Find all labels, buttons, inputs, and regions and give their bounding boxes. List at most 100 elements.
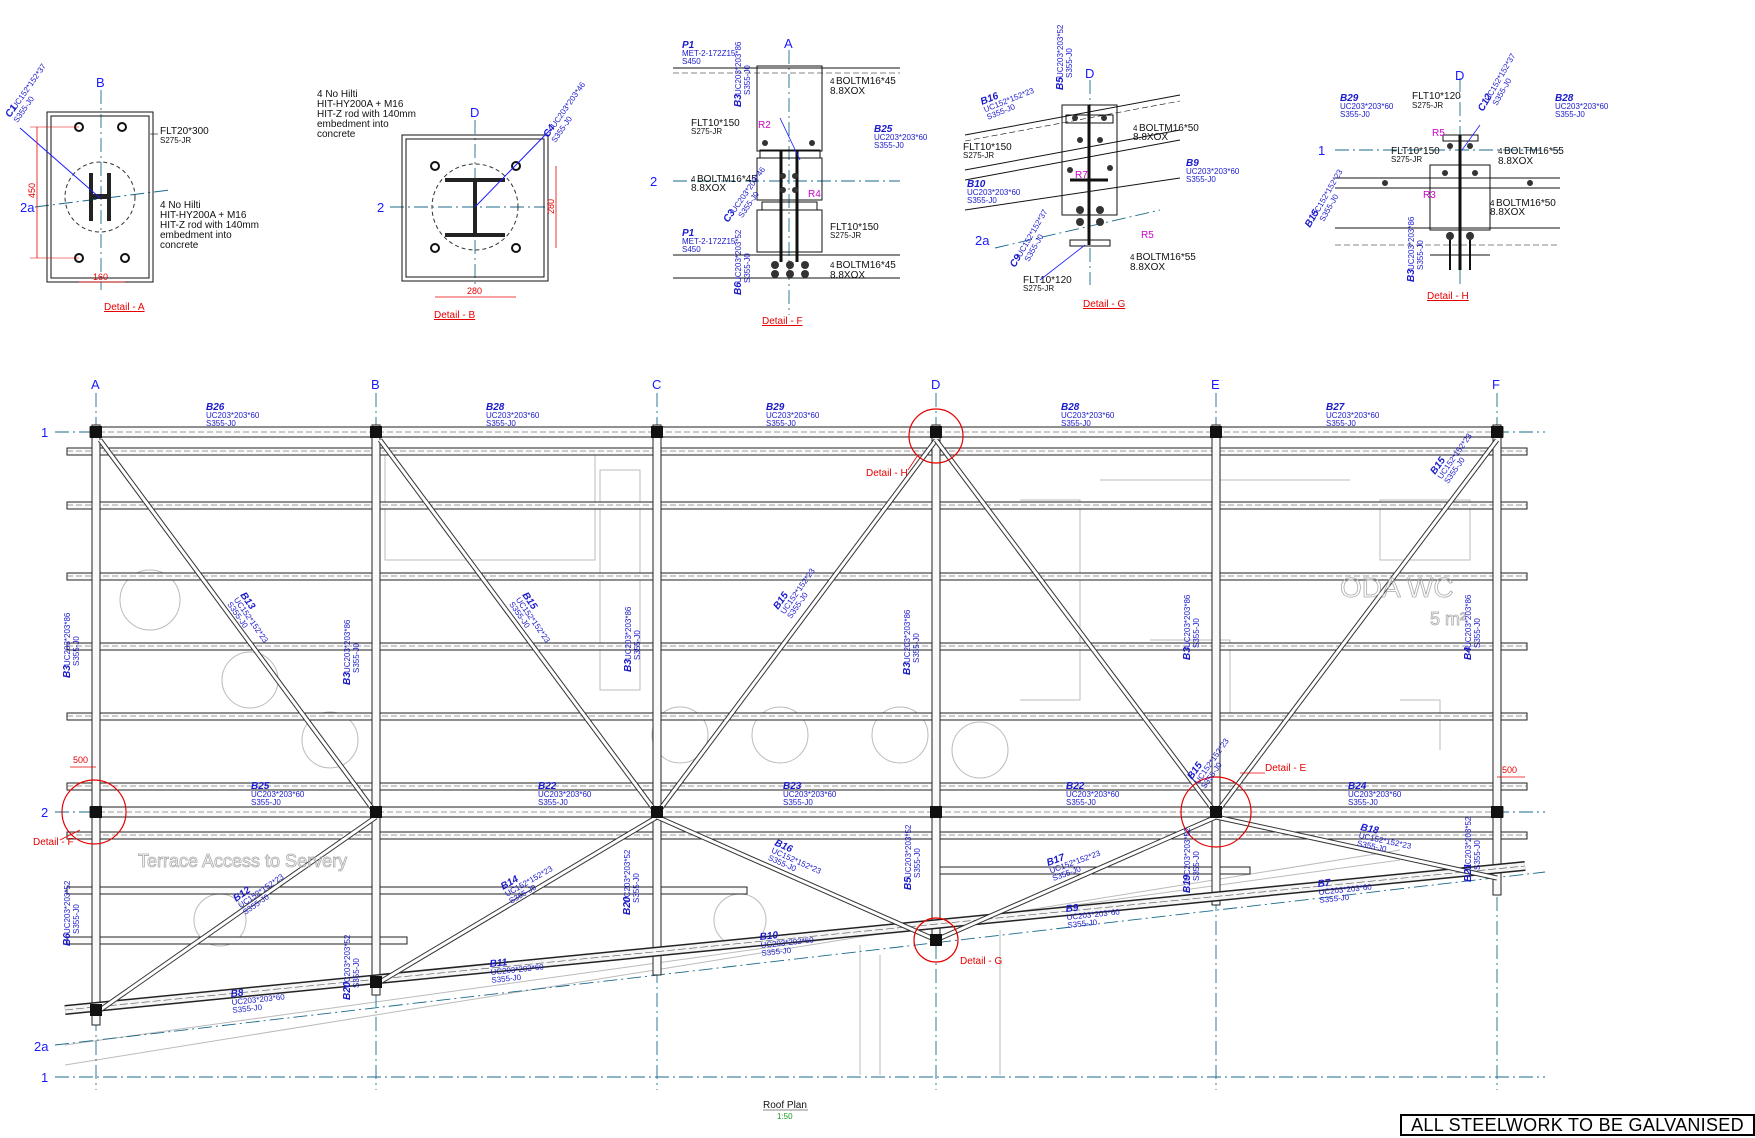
plan-grid-col-c: C	[652, 377, 661, 392]
member-label-id: B3	[902, 662, 913, 675]
detail-a-note-1: 4 No Hilti	[160, 200, 201, 211]
plan-detail-f-circle	[61, 779, 127, 845]
member-label-id: B3	[342, 672, 353, 685]
detail-b-note-4: embedment into	[317, 119, 389, 130]
detail-a-dim-w: 160	[93, 272, 108, 282]
detail-h-grid-col: D	[1455, 68, 1464, 83]
detail-h-b28-grade: S355-J0	[1555, 110, 1585, 119]
detail-f-flt-a-grade: S275-JR	[691, 127, 722, 136]
detail-h-flt-a-name: FLT10*120	[1412, 91, 1461, 102]
member-label-size: UC203*203*86	[343, 619, 352, 673]
member-label-size: UC203*203*60	[1348, 790, 1402, 799]
detail-f-p1-top-grade: S450	[682, 57, 701, 66]
detail-h-bolt-a-name: BOLTM16*55	[1504, 146, 1564, 157]
plan-grid-row-2a: 2a	[34, 1039, 49, 1054]
detail-h-bolt-b-name: BOLTM16*50	[1496, 198, 1556, 209]
roof-plan: A B C D E F 1 2 2a 1	[33, 377, 1546, 1121]
detail-f-p1-top-size: MET-2-172Z15	[682, 49, 736, 58]
galvanised-banner-text: ALL STEELWORK TO BE GALVANISED	[1411, 1115, 1744, 1135]
detail-a-plate: FLT20*300	[160, 126, 209, 137]
member-label-id: B20	[622, 896, 633, 915]
member-label-size: UC203*203*52	[904, 824, 913, 878]
member-label-id: B4	[1463, 647, 1474, 660]
member-label-grade: S355-J0	[1348, 798, 1378, 807]
plan-detail-f-label: Detail - F	[33, 837, 74, 848]
detail-f-flt-b-grade: S275-JR	[830, 231, 861, 240]
plan-room-area: 5 m²	[1430, 609, 1466, 629]
member-label-size: UC203*203*52	[343, 934, 352, 988]
detail-b-dim-w: 280	[467, 286, 482, 296]
plan-dim-right: 500	[1502, 765, 1517, 775]
detail-g-bolt-a-grade: 8.8XOX	[1133, 132, 1168, 143]
plan-grid-col-b: B	[371, 377, 380, 392]
member-label-id: B7	[1317, 878, 1331, 890]
member-label-id: B5	[903, 877, 914, 890]
member-label-grade: S355-J0	[1319, 893, 1350, 905]
member-label-grade: S355-J0	[1192, 851, 1201, 881]
member-label-id: B23	[783, 781, 802, 792]
member-label-grade: S355-J0	[491, 973, 522, 985]
detail-f-p1-bot-size: MET-2-172Z15	[682, 237, 736, 246]
detail-a-note-2: HIT-HY200A + M16	[160, 210, 247, 221]
member-label-size: UC203*203*86	[903, 609, 912, 663]
detail-a-title: Detail - A	[104, 302, 145, 313]
plan-grid-row-2: 2	[41, 805, 48, 820]
detail-h-b28-id: B28	[1555, 93, 1574, 104]
detail-g-bolt-b-qty: 4	[1130, 253, 1135, 262]
detail-g-grid-col: D	[1085, 66, 1094, 81]
member-label-size: UC203*203*52	[1464, 816, 1473, 870]
detail-g-b10-size: UC203*203*60	[967, 188, 1021, 197]
detail-g-r5: R5	[1141, 230, 1154, 241]
detail-g-flt-b-grade: S275-JR	[1023, 284, 1054, 293]
member-label-id: B20	[342, 981, 353, 1000]
plan-grid-col-f: F	[1492, 377, 1500, 392]
member-label-id: B22	[1066, 781, 1085, 792]
detail-g-bolt-a-name: BOLTM16*50	[1139, 123, 1199, 134]
detail-h-b3-grade: S355-J0	[1416, 240, 1425, 270]
member-label-grade: S355-J0	[232, 1003, 263, 1015]
detail-b-note-3: HIT-Z rod with 140mm	[317, 109, 416, 120]
detail-f-bolt-c-grade: 8.8XOX	[830, 270, 865, 281]
galvanised-banner: ALL STEELWORK TO BE GALVANISED	[1400, 1114, 1755, 1136]
detail-h-b3-size: UC203*203*86	[1407, 216, 1416, 270]
member-label-size: UC203*203*60	[486, 411, 540, 420]
detail-f-b3-grade: S355-J0	[743, 65, 752, 95]
detail-b-note-1: 4 No Hilti	[317, 89, 358, 100]
detail-g-flt-a-grade: S275-JR	[963, 151, 994, 160]
plan-grid-col-a: A	[91, 377, 100, 392]
member-label-id: B8	[230, 988, 244, 1000]
plan-grid-col-d: D	[931, 377, 940, 392]
member-label-size: UC203*203*60	[251, 790, 305, 799]
detail-g-b5-grade: S355-J0	[1065, 48, 1074, 78]
main-beams	[89, 426, 1504, 818]
detail-g-b10-id: B10	[967, 179, 986, 190]
detail-g-b9-id: B9	[1186, 158, 1199, 169]
detail-f-bolt-a-name: BOLTM16*45	[836, 76, 896, 87]
member-label-size: UC203*203*60	[783, 790, 837, 799]
detail-f-bolt-c-qty: 4	[830, 261, 835, 270]
member-label-grade: S355-J0	[1473, 618, 1482, 648]
joint-markers	[90, 426, 1503, 1016]
detail-h-bolt-a-qty: 4	[1498, 147, 1503, 156]
detail-f-b25-grade: S355-J0	[874, 141, 904, 150]
detail-f-bolt-b-qty: 4	[691, 175, 696, 184]
detail-g-flt-a-name: FLT10*150	[963, 142, 1012, 153]
detail-g: D 2a B5 UC203*203*52 S355-J0 B16 UC152*1…	[963, 24, 1240, 310]
member-label-grade: S355-J0	[766, 419, 796, 428]
plan-grid-row-1: 1	[41, 425, 48, 440]
detail-f-p1-top-id: P1	[682, 40, 695, 51]
detail-f-p1-bot-id: P1	[682, 228, 695, 239]
detail-b-note-2: HIT-HY200A + M16	[317, 99, 404, 110]
detail-f-bolt-c-name: BOLTM16*45	[836, 260, 896, 271]
detail-f-flt-b-name: FLT10*150	[830, 222, 879, 233]
detail-b-dim-h: 280	[546, 199, 556, 214]
detail-g-b9-size: UC203*203*60	[1186, 167, 1240, 176]
detail-f-grid-row: 2	[650, 174, 657, 189]
detail-h-flt-b-grade: S275-JR	[1391, 155, 1422, 164]
detail-g-r7: R7	[1075, 170, 1088, 181]
detail-h-r3: R3	[1423, 190, 1436, 201]
member-label-id: B22	[538, 781, 557, 792]
member-label-id: B3	[1182, 647, 1193, 660]
detail-f-r2: R2	[758, 120, 771, 131]
